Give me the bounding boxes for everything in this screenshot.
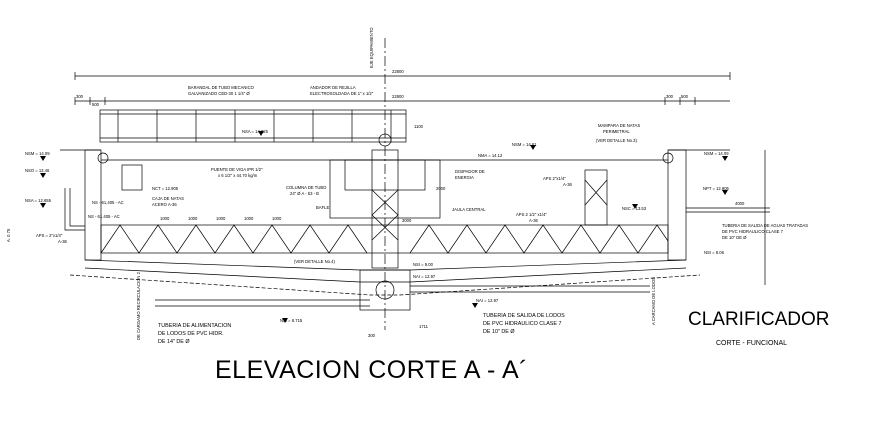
dim-1000-e: 1000 [272,216,282,221]
dim-1100: 1100 [414,124,424,129]
mampara-1: MAMPARA DE NATAS [598,123,640,128]
dim-300-left: 300 [76,94,84,99]
dim-1000-a: 1000 [160,216,170,221]
andador-2: ELECTROSOLDADA DE 1" x 1/2" [310,91,374,96]
nma-label: NMA = 14.12 [478,153,503,158]
puente-2: x 6 1/2" x 44.70 kg/m [218,173,258,178]
nsi-mid: NSI = 9.00 [413,262,434,267]
nct-label: NCT = 12.905 [152,186,179,191]
sludge-scraper-truss [100,224,669,254]
tuberia-agua-3: DE 10" DE Ø [722,235,747,240]
mampara-2: PERIMETRAL [603,129,630,134]
dim-4000: 4000 [735,201,745,206]
aps-left: APS = 2"x1/4" [36,233,63,238]
dim-500-right: 500 [681,94,689,99]
nsm-mid: NSM = 14.81 [512,142,537,147]
project-title: CLARIFICADOR [688,309,830,330]
scraper-dimensions: 1000 1000 1000 1000 1000 [160,216,282,221]
tuberia-agua-1: TUBERIA DE SALIDA DE AGUAS TRATADAS [722,223,808,228]
nsi-right: NSI = 8.06 [704,250,725,255]
caja-1: CAJA DE NATAS [152,196,184,201]
walkway-truss-posts [117,110,392,142]
barandal-1: BARANDAL DE TUBO MECANICO [188,85,255,90]
aps-1: APS 2"x1/4" [543,176,566,181]
nso-left: NSO = 13.46 [25,168,50,173]
nsc-right: NSC = 13.53 [622,206,647,211]
tuberia-lodos-1: TUBERIA DE SALIDA DE LODOS [483,313,565,319]
nai-right: NAI = 12.97 [476,298,499,303]
sludge-sump [359,269,411,311]
caja-2: ACERO A-36 [152,202,177,207]
nsa-left: NSA = 12.655 [25,198,52,203]
dim-2000: 2000 [436,186,446,191]
dim-500-left: 500 [92,102,100,107]
dim-1711: 1711 [419,324,429,329]
scraper-diagonals [100,224,669,254]
puente-1: PUENTE DE VIGA IPR 1/2" [211,167,263,172]
left-vertical-label: DE CARGAMO RECIRCULACION 2 [136,271,141,340]
tuberia-lodos-2: DE PVC HIDRAULICO CLASE 7 [483,321,562,327]
tuberia-agua-2: DE PVC HIDRAULICO CLASE 7 [722,229,784,234]
aps-2b: A-36 [529,218,539,223]
disipador-1: DISIPADOR DE [455,169,485,174]
aps-left-b: A-36 [58,239,68,244]
barandal-2: GALVANIZADO CED-30 1 1/4" Ø [188,91,250,96]
aps-2: APS 2 1/2" x1/4" [516,212,547,217]
left-inlet-pipe [64,188,85,231]
dim-total-2: 22800 [392,94,404,99]
dim-total-top: 22800 [392,69,404,74]
level-markers [40,131,728,323]
drawing-title: ELEVACION CORTE A - A´ [215,356,528,384]
npt-right: NPT = 12.905 [703,186,730,191]
sump-pipe-circle [375,280,395,300]
nai-left: NAI = 8.715 [280,318,303,323]
aps-1b: A-36 [563,182,573,187]
project-subtitle: CORTE - FUNCIONAL [716,340,788,347]
scum-trough [584,169,608,226]
dim-1000-c: 1000 [216,216,226,221]
baffle-label: BAFLE [316,205,329,210]
left-wall [84,149,102,261]
walkway-truss [99,109,407,143]
dim-300-bottom: 300 [368,333,376,338]
ver-det-4: (VER DETALLE No.4) [294,259,335,264]
tuberia-alim-3: DE 14" DE Ø [158,339,190,345]
jaula-label: JAULA CENTRAL [452,207,486,212]
nai-center: NAI = 12.97 [413,274,436,279]
ver-det-3: (VER DETALLE No.3) [596,138,637,143]
right-wall [667,149,687,261]
ns-61-label-2: NS - 61.405 - AC [88,214,120,219]
nsa-1: NSA = 14.925 [242,129,269,134]
tuberia-alim-2: DE LODOS DE PVC HIDR. [158,331,224,337]
right-vertical-label: A CARCAMO DE LODOS [651,277,656,325]
dim-300-right: 300 [666,94,674,99]
column-lattice [371,189,399,241]
columna-1: COLUMNA DE TUBO [286,185,327,190]
left-axis-label: A. 0.75 [6,228,11,242]
columna-2: 24" Ø A - 53 - B [290,191,319,196]
andador-1: ANDADOR DE REJILLA [310,85,356,90]
ns-61-label: NS - 61.405 - AC [92,200,124,205]
dim-3000: 3000 [402,218,412,223]
dim-1000-b: 1000 [188,216,198,221]
nsm-right: NSM = 14.09 [704,151,729,156]
central-column [371,149,399,269]
tank-floor [84,259,687,271]
tuberia-alim-1: TUBERIA DE ALIMENTACION [158,323,231,329]
nsm-left: NSM = 14.09 [25,151,50,156]
axis-label: EJE EQUIPAMIENTO [369,27,374,68]
central-cage [329,159,441,219]
tuberia-lodos-3: DE 10" DE Ø [483,329,515,335]
scum-box-left [121,164,143,191]
disipador-2: ENERGIA [455,175,474,180]
dim-1000-d: 1000 [244,216,254,221]
